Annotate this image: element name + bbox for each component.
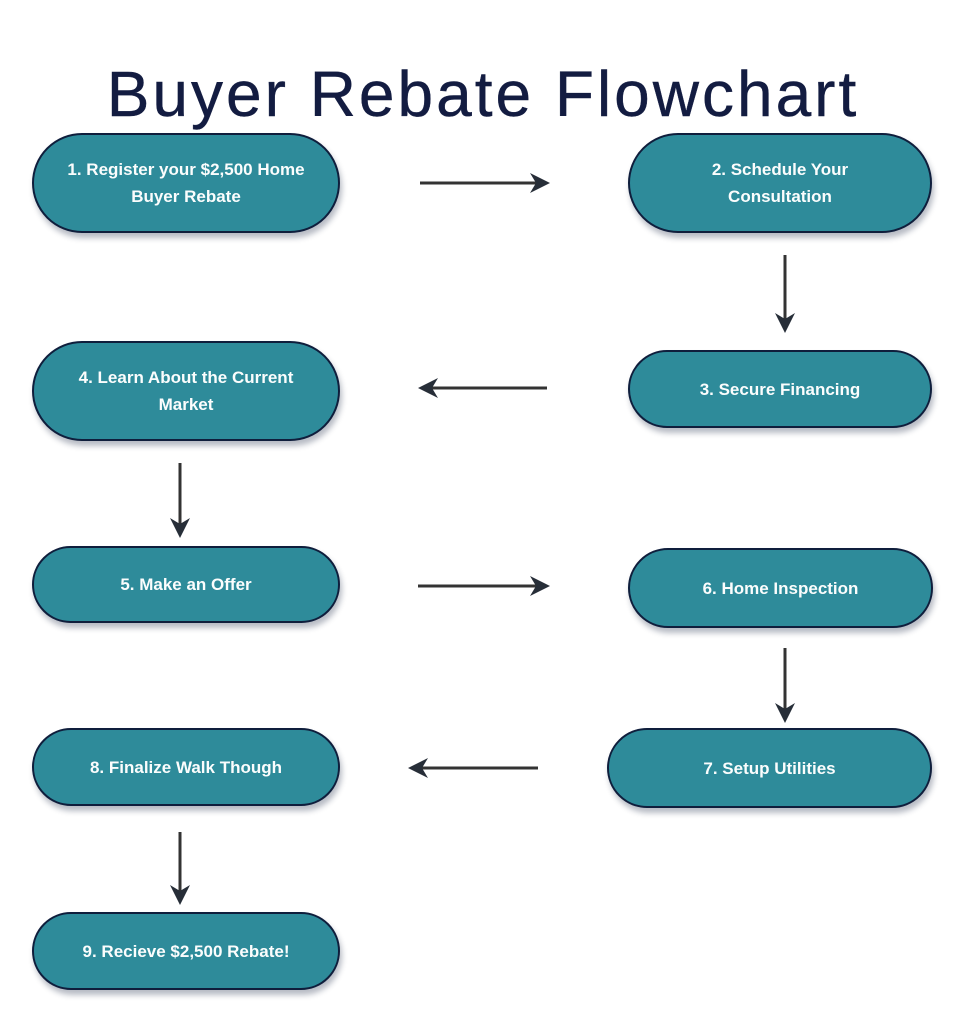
flow-node-3: 3. Secure Financing (628, 350, 932, 428)
arrow-6-7 (775, 648, 795, 723)
flow-node-9-label: 9. Recieve $2,500 Rebate! (82, 941, 290, 961)
flow-node-6: 6. Home Inspection (628, 548, 933, 628)
flow-node-7-label: 7. Setup Utilities (703, 758, 836, 778)
flow-node-3-label: 3. Secure Financing (699, 379, 861, 399)
flow-node-5-label: 5. Make an Offer (120, 575, 252, 594)
flow-node-6-label: 6. Home Inspection (702, 578, 859, 598)
flow-node-9: 9. Recieve $2,500 Rebate! (32, 912, 340, 990)
flow-node-4-label: 4. Learn About the Current (78, 368, 294, 387)
flow-node-1-label: 1. Register your $2,500 Home (67, 160, 305, 179)
flow-node-2-label: Consultation (728, 187, 832, 206)
arrow-4-5 (170, 463, 190, 538)
arrow-2-3 (775, 255, 795, 333)
arrow-5-6 (418, 576, 550, 596)
flow-node-2-label: 2. Schedule Your (711, 160, 849, 179)
arrow-3-4 (418, 378, 547, 398)
flow-node-1-label: Buyer Rebate (131, 187, 241, 206)
arrow-7-8 (408, 758, 538, 778)
flow-node-7: 7. Setup Utilities (607, 728, 932, 808)
page-title: Buyer Rebate Flowchart (106, 57, 860, 130)
flow-node-8-label: 8. Finalize Walk Though (89, 757, 283, 777)
arrow-8-9 (170, 832, 190, 905)
flow-node-4-label: Market (158, 395, 214, 414)
flow-node-8: 8. Finalize Walk Though (32, 728, 340, 806)
arrow-1-2 (420, 173, 550, 193)
flow-node-5: 5. Make an Offer (32, 546, 340, 623)
